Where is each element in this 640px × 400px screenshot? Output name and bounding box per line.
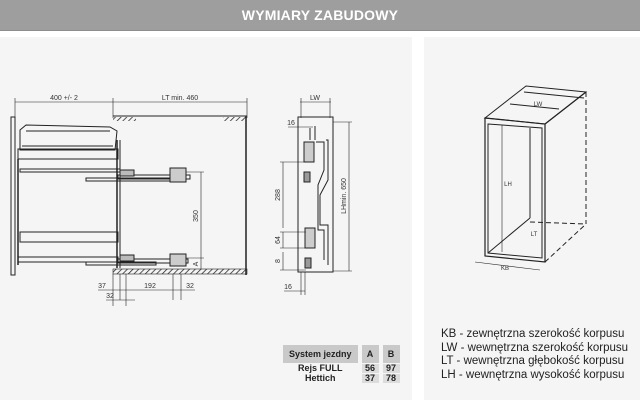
col-a: A (361, 345, 379, 363)
dim-lw-label: LW (310, 95, 320, 102)
legend-item-lh: LH - wewnętrzna wysokość korpusu (441, 368, 625, 381)
row-b: 78 (382, 374, 400, 383)
dim-16-bottom-label: 16 (284, 284, 292, 291)
legend-item-kb: KB - zewnętrzna szerokość korpusu (441, 328, 625, 340)
dim-depth-label: 400 +/- 2 (50, 95, 78, 102)
col-b: B (382, 345, 400, 363)
dim-192-label: 192 (144, 283, 156, 290)
row-system: Rejs FULL (298, 363, 343, 373)
dim-lh-label: LHmin. 650 (341, 178, 348, 214)
row-b: 97 (382, 364, 400, 373)
row-system: Hettich (305, 373, 336, 383)
dim-a-label: A (193, 261, 200, 266)
dim-16-top-label: 16 (287, 120, 295, 127)
page-header: WYMIARY ZABUDOWY (0, 0, 640, 31)
dim-288-label: 288 (275, 189, 282, 201)
table-row: Rejs FULL 56 97 (283, 364, 400, 373)
table-header-row: System jezdny A B (283, 345, 400, 363)
isometric-panel (424, 37, 640, 400)
iso-kb-label: KB (501, 266, 509, 272)
row-a: 37 (361, 374, 379, 383)
legend-item-lw: LW - wewnętrzna szerokość korpusu (441, 341, 629, 354)
dim-64-label: 64 (275, 236, 282, 244)
dim-8-label: 8 (275, 259, 282, 263)
iso-lh-label: LH (504, 182, 512, 188)
dim-350-label: 350 (193, 210, 200, 222)
table-row: Hettich 37 78 (283, 374, 400, 383)
dim-32b-label: 32 (186, 283, 194, 290)
iso-lt-label: LT (531, 232, 538, 238)
dim-lt-label: LT min. 460 (162, 95, 198, 102)
row-a: 56 (361, 364, 379, 373)
dim-37-label: 37 (98, 283, 106, 290)
iso-lw-label: LW (534, 102, 543, 108)
runner-system-table: System jezdny A B Rejs FULL 56 97 Hettic… (279, 344, 404, 384)
drawings-panel (0, 37, 412, 400)
legend-item-lt: LT - wewnętrzna głębokość korpusu (441, 355, 625, 368)
col-system: System jezdny (283, 345, 358, 363)
dim-32a-label: 32 (106, 293, 114, 300)
dimension-legend: KB - zewnętrzna szerokość korpusu LW - w… (441, 328, 628, 382)
page-title: WYMIARY ZABUDOWY (241, 7, 399, 23)
